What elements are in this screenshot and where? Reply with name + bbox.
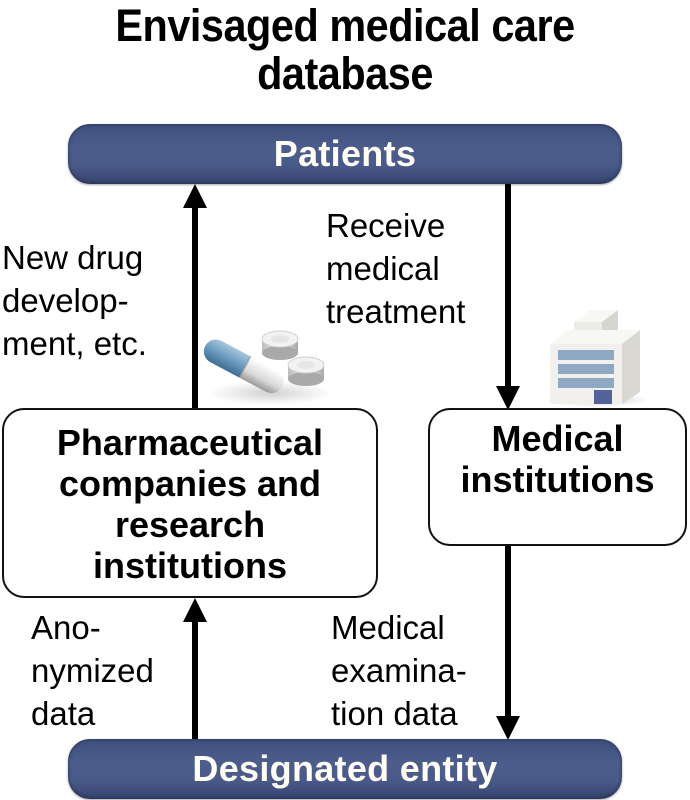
title-line-2: database <box>257 48 433 99</box>
diagram-title: Envisaged medical care database <box>28 2 663 98</box>
arrow-pharma-to-patients <box>192 205 198 409</box>
arrowhead-up-patients <box>183 184 207 208</box>
label-line: medical <box>326 250 440 287</box>
label-new-drug-development: New drug develop- ment, etc. <box>2 236 147 365</box>
label-medical-examination-data: Medical examina- tion data <box>331 606 467 735</box>
title-line-1: Envisaged medical care <box>115 0 575 51</box>
medical-institutions-node: Medical institutions <box>428 408 687 546</box>
medical-line-2: institutions <box>460 459 655 500</box>
label-line: nymized <box>31 652 154 689</box>
pharma-line-4: institutions <box>93 545 287 586</box>
arrowhead-down-designated <box>496 716 520 740</box>
label-line: Receive <box>326 207 446 244</box>
pills-icon <box>203 330 332 405</box>
label-line: Ano- <box>31 609 101 646</box>
patients-label: Patients <box>273 133 417 174</box>
label-line: tion data <box>331 695 458 732</box>
label-line: New drug <box>2 239 144 276</box>
arrow-designated-to-pharma <box>192 618 198 740</box>
label-line: examina- <box>331 652 467 689</box>
pharma-research-node: Pharmaceutical companies and research in… <box>2 408 378 598</box>
arrow-patients-to-medical <box>505 184 511 388</box>
patients-node: Patients <box>68 124 622 184</box>
arrowhead-up-pharma <box>183 598 207 622</box>
label-line: ment, etc. <box>2 325 147 362</box>
pharma-line-1: Pharmaceutical <box>56 422 324 463</box>
hospital-building-icon <box>545 310 649 407</box>
label-line: data <box>31 695 96 732</box>
label-line: treatment <box>326 293 466 330</box>
designated-entity-label: Designated entity <box>192 748 498 789</box>
label-receive-medical-treatment: Receive medical treatment <box>326 204 465 333</box>
designated-entity-node: Designated entity <box>68 739 622 799</box>
pharma-line-3: research <box>114 504 266 545</box>
pharma-line-2: companies and <box>58 463 322 504</box>
arrow-medical-to-designated <box>505 546 511 718</box>
label-anonymized-data: Ano- nymized data <box>31 606 154 735</box>
medical-line-1: Medical <box>491 418 624 459</box>
label-line: develop- <box>2 282 129 319</box>
label-line: Medical <box>331 609 445 646</box>
arrowhead-down-medical <box>496 386 520 410</box>
